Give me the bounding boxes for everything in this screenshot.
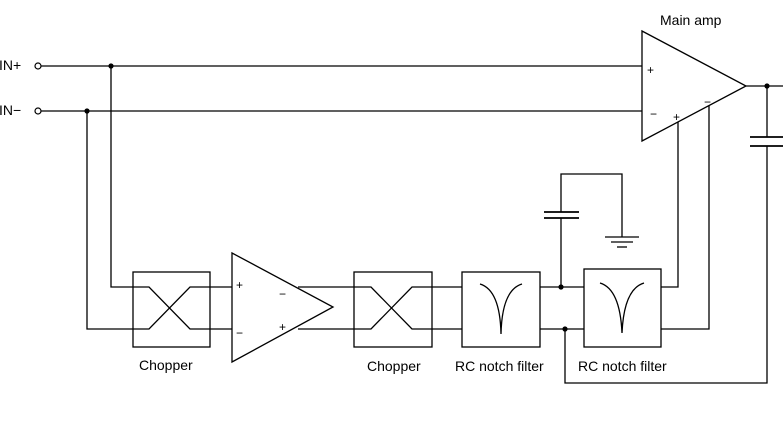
compensation-capacitor [750, 136, 783, 147]
chopper-1 [132, 271, 211, 348]
main-amp-aux-minus: − [704, 95, 711, 109]
in-plus-label: IN+ [0, 57, 21, 73]
main-amp-label: Main amp [660, 12, 722, 28]
main-amp-aux-plus: + [673, 110, 680, 124]
output-wire [746, 85, 783, 137]
aux-amp-minus-out: − [279, 287, 286, 301]
capacitor-to-ground [544, 173, 623, 287]
wire-notch2-main-aux-plus [661, 120, 679, 288]
in-minus-terminal [34, 107, 42, 115]
in-plus-terminal [34, 62, 42, 70]
notch-filter-1-label: RC notch filter [455, 358, 544, 374]
main-amp-minus: − [650, 107, 657, 121]
input-wires [41, 65, 642, 112]
aux-amp-plus-in: + [236, 278, 243, 292]
main-amp-plus: + [647, 63, 654, 77]
feedback-wire [564, 146, 768, 384]
chopper-2 [353, 271, 433, 348]
chopper-1-label: Chopper [139, 357, 193, 373]
notch-filter-2 [583, 268, 662, 348]
aux-amp-minus-in: − [236, 326, 243, 340]
aux-amplifier [231, 251, 335, 364]
notch-filter-1 [461, 271, 541, 348]
main-amplifier [641, 29, 748, 143]
wire-notch2-main-aux-minus [661, 104, 710, 330]
in-minus-label: IN− [0, 102, 21, 118]
notch-filter-2-label: RC notch filter [578, 358, 667, 374]
aux-amp-plus-out: + [279, 320, 286, 334]
chopper-1-input-wires [86, 66, 133, 330]
junction-dot-output [764, 83, 770, 89]
ground-symbol [605, 236, 639, 248]
chopper-2-label: Chopper [367, 358, 421, 374]
